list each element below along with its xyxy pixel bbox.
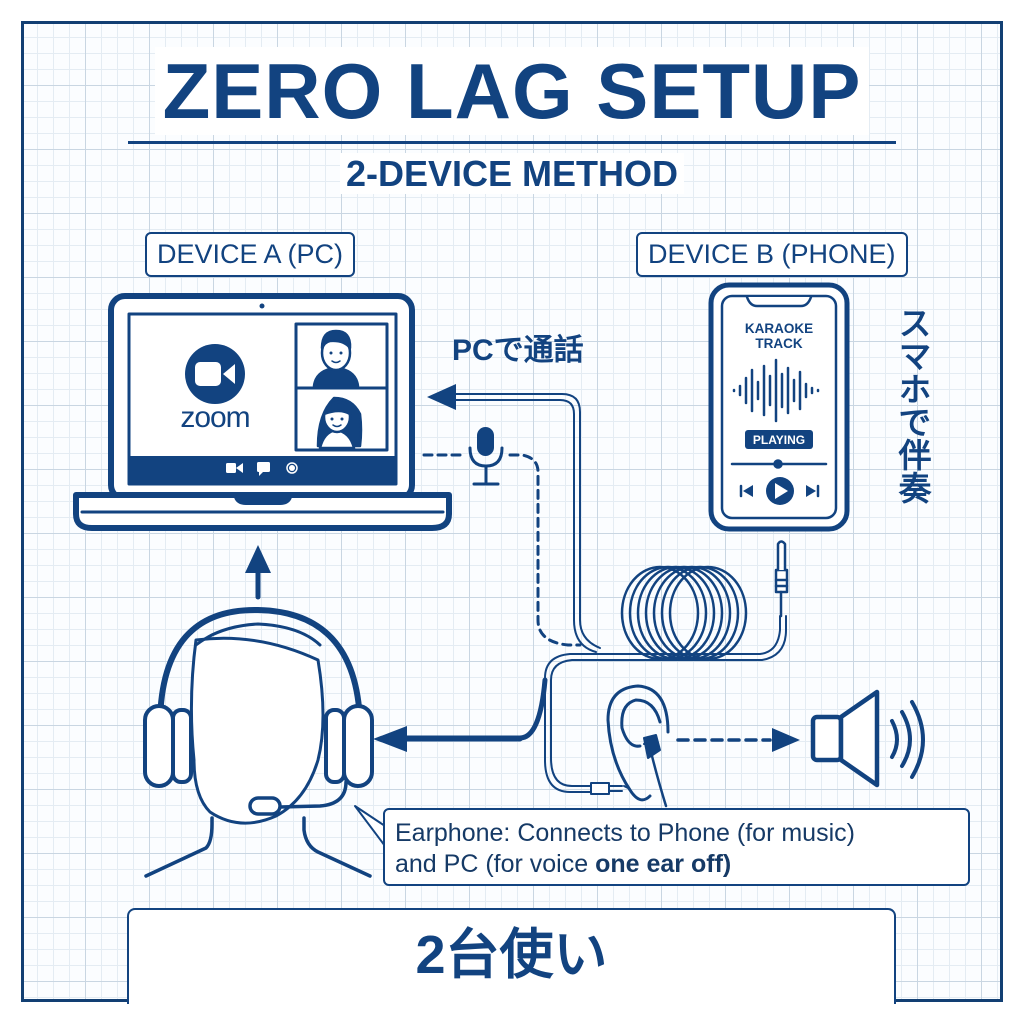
progress-slider: [730, 459, 828, 469]
record-icon: [286, 462, 298, 474]
callout-line1: Earphone: Connects to Phone (for music): [395, 819, 855, 847]
smartphone-icon: [708, 282, 850, 532]
microphone-icon: [468, 427, 504, 486]
device-b-label: DEVICE B (PHONE): [636, 232, 908, 277]
chat-icon: [257, 462, 270, 476]
mic-dashed-link: [422, 453, 582, 647]
title-divider: [128, 141, 896, 144]
coiled-cable-icon: [620, 565, 748, 661]
pc-call-arrow: [427, 384, 601, 653]
footer-caption: 2台使い: [415, 925, 608, 985]
page-title: ZERO LAG SETUP: [0, 47, 1024, 135]
callout-line2: and PC (for voice one ear off): [395, 849, 958, 880]
up-arrow-to-pc: [245, 545, 271, 600]
track-title-line2: TRACK: [755, 336, 802, 351]
video-icon: [226, 463, 243, 473]
next-icon: [806, 484, 820, 498]
speaker-icon: [810, 689, 925, 788]
laptop-icon: [73, 293, 452, 531]
device-a-label: DEVICE A (PC): [145, 232, 356, 277]
play-icon: [766, 477, 794, 505]
person-with-headset-icon: [143, 606, 374, 878]
woman-avatar-icon: [316, 396, 363, 450]
pc-call-label: PCで通話: [452, 334, 584, 367]
track-title-line1: KARAOKE: [745, 321, 813, 336]
title-text: ZERO LAG SETUP: [154, 47, 870, 135]
headset-arrow: [373, 726, 523, 752]
zoom-logo-icon: [185, 344, 245, 404]
playing-status: PLAYING: [753, 433, 805, 447]
zoom-app-name: zoom: [180, 401, 249, 434]
page-subtitle: 2-DEVICE METHOD: [0, 153, 1024, 194]
previous-icon: [739, 484, 753, 498]
ear-with-earbud-icon: [606, 684, 670, 808]
callout-line2-bold: one ear off): [595, 850, 732, 878]
audio-jack-top-icon: [774, 540, 789, 618]
callout-line2-prefix: and PC (for voice: [395, 850, 596, 878]
earphone-callout: Earphone: Connects to Phone (for music) …: [383, 808, 970, 886]
dashed-arrow-to-speaker: [676, 728, 800, 752]
callout-pointer: [354, 805, 386, 847]
phone-accompaniment-caption: スマホで伴奏: [894, 306, 931, 504]
footer-caption-box: 2台使い: [127, 908, 896, 1004]
playing-badge: [745, 430, 813, 449]
audio-jack-bottom-icon: [590, 782, 629, 795]
man-avatar-icon: [312, 329, 360, 388]
waveform-icon: [732, 358, 820, 423]
subtitle-text: 2-DEVICE METHOD: [339, 153, 685, 194]
